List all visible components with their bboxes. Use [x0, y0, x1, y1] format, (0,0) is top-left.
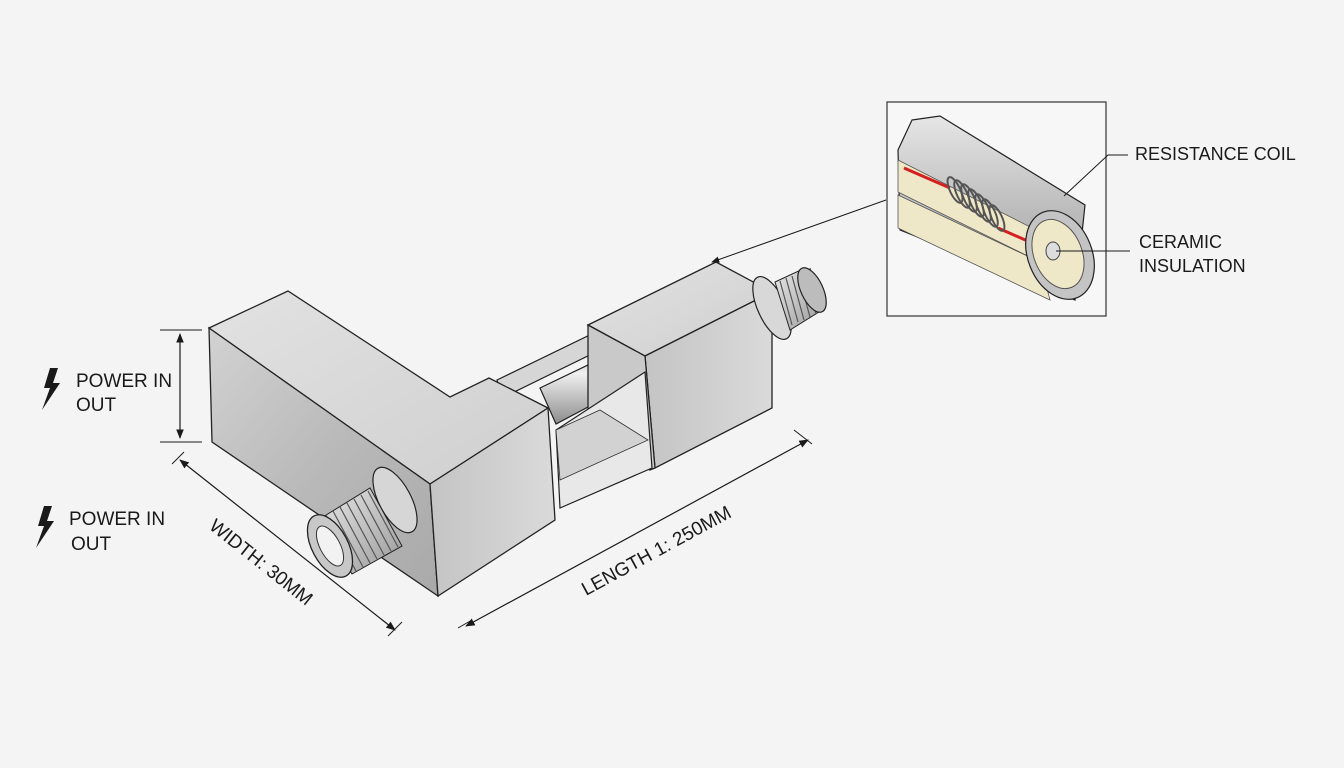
power-label-top-line2: OUT	[76, 395, 117, 416]
tube-end-cap	[1025, 210, 1095, 300]
resistance-coil	[946, 176, 1006, 232]
inset-leader-arrow	[711, 199, 887, 263]
power-label-bottom-line2: OUT	[71, 534, 112, 555]
callout-ceramic-line1: CERAMIC	[1139, 232, 1222, 252]
power-label-top-line1: POWER IN	[76, 371, 172, 392]
lightning-bolt-icon	[36, 506, 54, 548]
callout-ceramic-line2: INSULATION	[1139, 256, 1246, 276]
right-threaded-connector	[752, 267, 827, 340]
callout-resistance-coil: RESISTANCE COIL	[1135, 144, 1296, 164]
callout-coil-leader	[1063, 154, 1128, 197]
inset-detail: RESISTANCE COIL CERAMIC INSULATION	[886, 101, 1296, 317]
lightning-bolt-icon	[42, 368, 60, 410]
power-label-bottom-line1: POWER IN	[69, 509, 165, 530]
height-dimension	[160, 329, 202, 443]
width-dimension-label: WIDTH: 30MM	[205, 515, 316, 610]
heater-block	[207, 261, 827, 598]
power-label-bottom: POWER IN OUT	[36, 506, 165, 555]
length-dimension-label: LENGTH 1: 250MM	[578, 502, 735, 600]
heating-wire	[903, 166, 951, 190]
power-label-top: POWER IN OUT	[42, 368, 172, 416]
